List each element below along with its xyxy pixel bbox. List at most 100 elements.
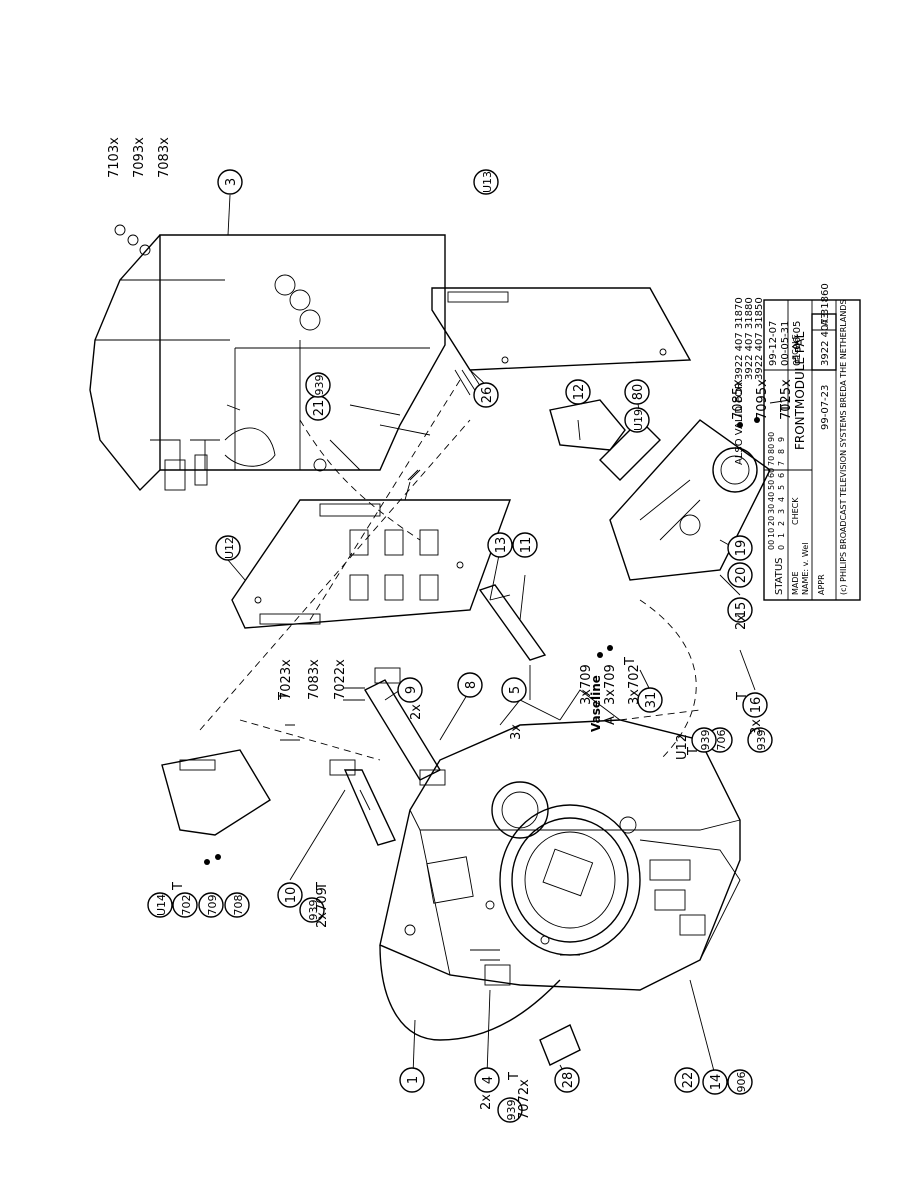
part-80-flexcable [599,419,661,481]
status-num: 0 [777,545,786,550]
svg-text:14: 14 [709,1074,724,1091]
callout-9: 9 [397,677,423,703]
callout-939-b: 939 [691,727,717,753]
status-col: 20 [767,516,776,526]
made-label: MADE [791,571,800,595]
qty-2x709: 2x709 [315,887,330,928]
status-col: 80 [767,444,776,454]
label-7022x: 7072x [517,1079,532,1120]
status-col: 40 [767,492,776,502]
svg-text:13: 13 [494,537,509,554]
svg-text:8: 8 [464,681,479,689]
status-col: 60 [767,468,776,478]
svg-text:10: 10 [284,887,299,904]
status-col: 00 [767,540,776,550]
svg-text:4: 4 [481,1076,496,1084]
svg-text:26: 26 [480,387,495,404]
svg-text:3: 3 [224,178,239,186]
svg-text:80: 80 [631,384,646,401]
qty-3x709-b: 3x709 [603,664,618,705]
label-7083x: 7083x [157,137,172,178]
label-7095x: 7095x [755,379,770,420]
callout-u19: U19 [624,407,650,433]
part-11-bracket [478,584,547,661]
svg-text:U14: U14 [155,894,168,916]
drawing-number-box [811,313,837,371]
label-7083x-b: 7022x [333,659,348,700]
check-label: CHECK [791,497,800,525]
qty-3x709: 3x709 [579,664,594,705]
label-7085x: 7085x [731,379,746,420]
part-28-strip [539,1024,581,1066]
status-num: 7 [777,461,786,466]
status-num: 5 [777,485,786,490]
callout-u13: U13 [473,169,499,195]
svg-text:702: 702 [180,895,193,916]
callout-14: 14 [702,1069,728,1095]
callout-1: 1 [399,1067,425,1093]
label-7025x: 7025x [779,379,794,420]
svg-text:939: 939 [307,900,320,921]
hardware-labels: 7103x 7093x 7083x 7023x 7083x 7022x 7085… [107,137,794,1120]
callout-22: 22 [674,1067,700,1093]
svg-text:16: 16 [749,697,764,714]
callout-939-c: 939 [747,727,773,753]
svg-text:19: 19 [734,540,749,557]
revision-date-2: 00-05-31 [780,321,791,366]
callout-19: 19 [727,535,753,561]
also-valid-code-1: 3922 407 31870 [734,297,745,380]
svg-text:906: 906 [735,1072,748,1093]
t-mark-7023: T [277,692,292,701]
qty-2x-4: 2x [479,1094,494,1110]
status-num: 1 [777,533,786,538]
status-num: 6 [777,473,786,478]
status-grid: 00 10 20 30 40 50 60 70 80 90 0 1 2 3 4 … [767,432,786,550]
part-u14-board [161,749,271,836]
svg-text:U19: U19 [632,409,645,431]
svg-text:1: 1 [406,1076,421,1084]
vaseline-note: Vaseline [589,675,603,732]
callout-939-a: 939 [305,372,331,398]
label-7023x: 7023x [279,659,294,700]
t-mark-702b: T [623,657,638,666]
callout-5: 5 [501,677,527,703]
svg-text:5: 5 [508,686,523,694]
copyright-text: (c) PHILIPS BROADCAST TELEVISION SYSTEMS… [839,299,848,595]
t-mark-709: T [315,882,330,891]
callout-939-d: 939 [299,897,325,923]
part-19-module [599,419,771,581]
name-text: NAME: v. Wel [801,543,810,595]
callout-bubbles: 1 3 4 5 8 9 10 11 12 13 14 15 16 19 20 2… [147,169,773,1123]
revision-date-1: 99-12-07 [768,321,779,366]
status-num: 4 [777,497,786,502]
callout-u12: U12 [215,535,241,561]
callout-4: 4 [474,1067,500,1093]
svg-text:708: 708 [232,895,245,916]
svg-text:9: 9 [404,686,419,694]
qty-3x-16: 3x [749,719,764,735]
svg-text:31: 31 [644,692,659,709]
status-col: 70 [767,456,776,466]
svg-text:706: 706 [715,730,728,751]
qty-3x-5: 3x [509,724,524,740]
status-num: 9 [777,437,786,442]
callout-708: 708 [224,892,250,918]
t-mark-706: T [735,692,750,701]
part-3-housing [89,234,446,492]
part-10-bracket [329,759,396,846]
callout-3: 3 [217,169,243,195]
status-col: 30 [767,504,776,514]
callout-15: 15 [727,597,753,623]
status-num: 3 [777,509,786,514]
t-mark-7072: T [686,747,701,756]
appr-label: APPR [817,574,826,595]
svg-text:28: 28 [561,1072,576,1089]
callout-12: 12 [565,379,591,405]
callout-28: 28 [554,1067,580,1093]
callout-21: 21 [305,395,331,421]
svg-text:709: 709 [206,895,219,916]
title-block: ALSO VALID FOR 3922 407 31870 3922 407 3… [734,283,861,601]
callout-u14: U14 [147,892,173,918]
scale-label: SCALE [791,334,800,360]
label-7093x-b: 7083x [307,659,322,700]
